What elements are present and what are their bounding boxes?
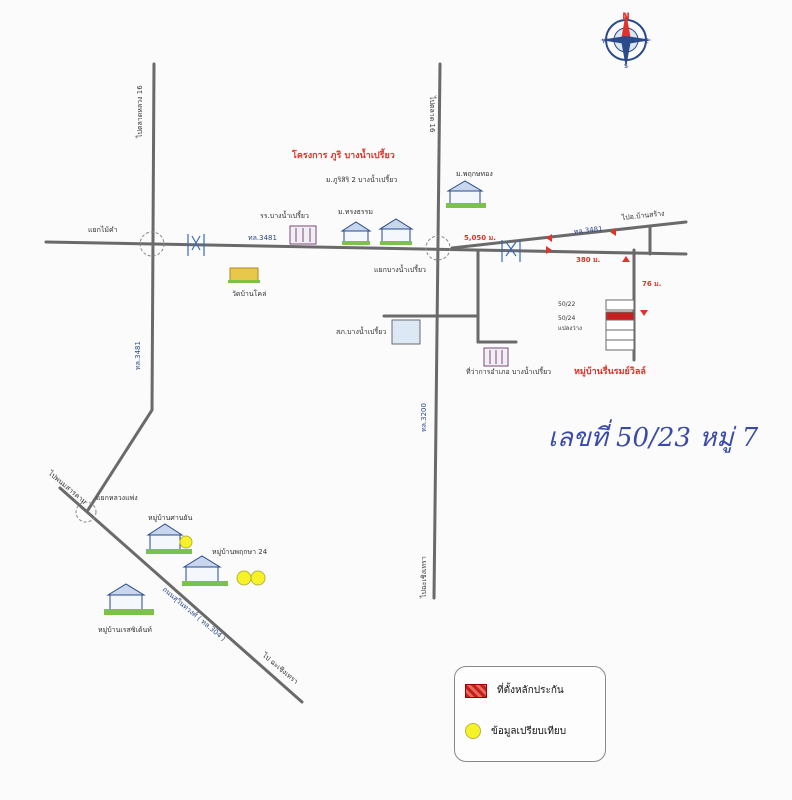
mubaan-tongsri-label: ม.พฤกษทอง bbox=[456, 170, 493, 178]
collateral-swatch-icon bbox=[465, 683, 487, 698]
school-icon bbox=[289, 225, 317, 245]
village-samran-label: หมู่บ้านศานยัน bbox=[148, 514, 193, 522]
compass-icon: N S E W bbox=[600, 12, 652, 70]
plot bbox=[605, 319, 635, 331]
house-icons bbox=[104, 180, 509, 615]
road-left-vertical-label: ทล.3481 bbox=[134, 341, 142, 370]
compass-e: E bbox=[645, 38, 649, 45]
house-icon bbox=[104, 583, 154, 615]
house-icon bbox=[340, 221, 372, 245]
legend-label-collateral: ที่ตั้งหลักประกัน bbox=[497, 685, 564, 696]
direction-left-top: ไปตลาดหลวง 16 bbox=[135, 85, 144, 139]
direction-diag-bottom: ไป ฉะเชิงเทรา bbox=[260, 650, 300, 686]
legend-row-collateral: ที่ตั้งหลักประกัน bbox=[465, 683, 564, 698]
police-label: สภ.บางน้ำเปรี้ยว bbox=[336, 325, 386, 336]
house-icon bbox=[146, 523, 192, 554]
comparison-marker bbox=[236, 570, 252, 586]
junction-center-label: แยกบางน้ำเปรี้ยว bbox=[374, 263, 426, 274]
compass-w: W bbox=[602, 38, 608, 45]
target-village-label: หมู่บ้านรื่นรมย์วิลล์ bbox=[574, 364, 646, 377]
project-label: โครงการ ภูริ บางน้ำเปรี้ยว bbox=[291, 148, 395, 161]
empty-lot-label: แปลงว่าง bbox=[558, 325, 582, 332]
road-mid-vertical-label: ทล.3200 bbox=[420, 403, 428, 432]
mubaan-thorn-label: ม.ทรงธรรม bbox=[338, 208, 373, 216]
legend-row-comparison: ข้อมูลเปรียบเทียบ bbox=[465, 723, 566, 739]
house-icon bbox=[446, 180, 486, 208]
junction-diag bbox=[75, 501, 97, 523]
road-east-branch bbox=[450, 220, 688, 250]
legend-label-comparison: ข้อมูลเปรียบเทียบ bbox=[491, 725, 567, 737]
distance-arrow-icon bbox=[610, 228, 616, 236]
road-left-vertical bbox=[86, 62, 156, 512]
target-village-plots bbox=[605, 299, 635, 351]
compass-s: S bbox=[624, 63, 628, 70]
distance-d3: 76 ม. bbox=[642, 280, 661, 288]
school-label: รร.บางน้ำเปรี้ยว bbox=[260, 209, 309, 220]
map-legend: ที่ตั้งหลักประกัน ข้อมูลเปรียบเทียบ bbox=[454, 666, 606, 762]
road-mid-vertical bbox=[432, 62, 442, 600]
distance-arrow-icon bbox=[640, 310, 648, 316]
house-5022-label: 50/22 bbox=[558, 301, 575, 308]
police-station-icon bbox=[391, 319, 421, 345]
compass-n: N bbox=[622, 12, 630, 22]
bridge-icon bbox=[501, 240, 521, 262]
bridge-icon bbox=[187, 234, 205, 256]
comparison-swatch-icon bbox=[465, 723, 481, 739]
distance-d2: 380 ม. bbox=[576, 256, 600, 264]
comparison-marker bbox=[250, 570, 266, 586]
comparison-marker bbox=[179, 535, 193, 549]
district-office-icon bbox=[483, 347, 509, 367]
direction-mid-top: ไปตลาด 16 bbox=[428, 95, 437, 133]
distance-arrow-icon bbox=[546, 234, 552, 242]
distance-d1: 5,050 ม. bbox=[464, 234, 496, 242]
road-diagonal-304 bbox=[58, 486, 304, 704]
collateral-plot bbox=[605, 311, 635, 321]
distance-arrow-icon bbox=[546, 246, 552, 254]
junction-left bbox=[139, 231, 165, 257]
road-diagonal-label: ถนนสุวินทวงศ์ ( ทล.304 ) bbox=[161, 585, 228, 643]
plot bbox=[605, 299, 635, 311]
house-5024-label: 50/24 bbox=[558, 315, 575, 322]
junction-diag-label: แยกหลวงแพ่ง bbox=[96, 494, 138, 502]
direction-east: ไปอ.บ้านสร้าง bbox=[620, 209, 665, 223]
plot bbox=[605, 329, 635, 341]
village-pruksa-label: หมู่บ้านพฤกษา 24 bbox=[212, 548, 268, 556]
road-east-label: ทล.3481 bbox=[573, 225, 603, 236]
plot bbox=[605, 339, 635, 351]
handwritten-address: เลขที่ 50/23 หมู่ 7 bbox=[548, 419, 759, 453]
district-office-label: ที่ว่าการอำเภอ บางน้ำเปรี้ยว bbox=[466, 365, 551, 376]
temple-label: วัดบ้านโคล่ bbox=[232, 289, 266, 298]
road-main-label: ทล.3481 bbox=[248, 234, 277, 242]
distance-arrow-icon bbox=[622, 256, 630, 262]
direction-mid-bottom: ไปฉะเชิงเทรา bbox=[419, 556, 428, 599]
junction-center bbox=[425, 235, 451, 261]
house-icon bbox=[182, 555, 228, 586]
junction-left-label: แยกไม้คำ bbox=[88, 225, 118, 234]
mubaan-bpsirichai-label: ม.ภูริสิริ 2 บางน้ำเปรี้ยว bbox=[326, 173, 397, 184]
temple-icon bbox=[228, 267, 260, 283]
direction-diag-top: ไปพนมสารคาม bbox=[46, 468, 89, 506]
house-icon bbox=[378, 218, 414, 245]
roads bbox=[44, 62, 688, 704]
village-desi-label: หมู่บ้านเรสซิเด้นท์ bbox=[98, 626, 152, 634]
